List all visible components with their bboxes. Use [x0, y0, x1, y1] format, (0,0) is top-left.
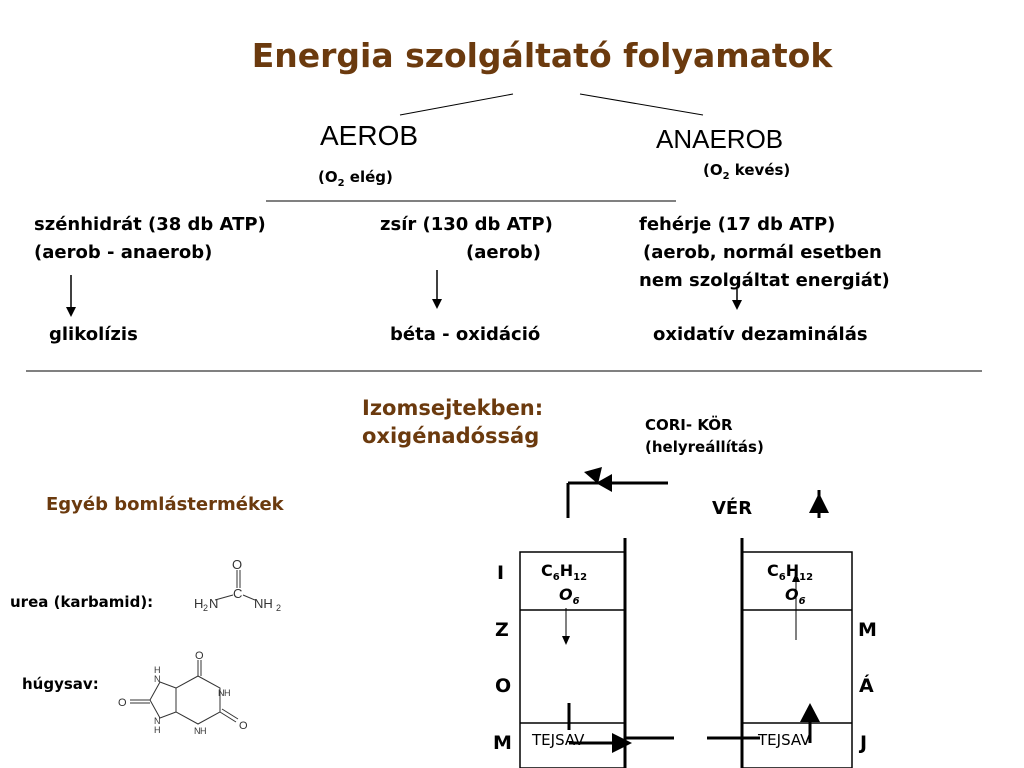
- lactate-exit-arrow-icon: [612, 733, 632, 753]
- page-title: Energia szolgáltató folyamatok: [251, 36, 833, 75]
- cori-arrow-head-icon: [596, 474, 612, 492]
- uric-atom-n-3: N: [218, 688, 225, 698]
- anaerob-condition: (O2 kevés): [703, 161, 791, 182]
- source-protein: fehérje (17 db ATP) (aerob, normál esetb…: [639, 214, 890, 291]
- process-glycolysis: glikolízis: [49, 324, 138, 345]
- right-lactate-arrow-icon: [800, 703, 820, 722]
- left-letter-z: Z: [495, 619, 509, 641]
- urea-atom-h2n-h: H: [194, 596, 203, 611]
- aerob-condition: (O2 elég): [318, 168, 393, 189]
- right-letter-a: Á: [859, 675, 874, 697]
- urea-atom-c: C: [233, 586, 242, 601]
- cori-arrow-left-icon: [584, 467, 602, 484]
- uric-atom-n-1: N: [154, 674, 161, 684]
- cori-cycle-label: CORI- KÖR (helyreállítás): [645, 416, 764, 456]
- muscle-heading: Izomsejtekben: oxigénadósság: [362, 396, 544, 448]
- anaerob-heading: ANAEROB: [656, 124, 784, 154]
- arrow-beta-icon: [432, 299, 442, 309]
- uric-acid-label: húgysav:: [22, 675, 99, 693]
- right-liver-box: [741, 551, 853, 768]
- right-glucose-arrow-icon: [792, 573, 800, 582]
- glucose-formula-right-bottom: O6: [785, 585, 806, 608]
- left-glucose-arrow-icon: [562, 636, 570, 645]
- uric-atom-o-top: O: [195, 650, 204, 662]
- source-carbohydrate: szénhidrát (38 db ATP) (aerob - anaerob): [34, 214, 266, 263]
- uric-atom-n-4: N: [194, 726, 201, 736]
- left-letter-i: I: [497, 562, 505, 584]
- process-deamination: oxidatív dezaminálás: [653, 324, 868, 345]
- source-fat: zsír (130 db ATP) (aerob): [380, 214, 553, 263]
- lactate-label-right: TEJSAV: [758, 731, 811, 749]
- urea-atom-h2n-sub: 2: [203, 603, 208, 613]
- arrow-deamination-icon: [732, 300, 742, 310]
- left-letter-o: O: [495, 675, 512, 697]
- aerob-branch-line: [399, 93, 514, 116]
- urea-atom-o: O: [232, 557, 242, 572]
- left-muscle-box: [519, 551, 626, 768]
- left-letter-m: M: [493, 732, 512, 754]
- process-beta-oxidation: béta - oxidáció: [390, 324, 541, 345]
- urea-atom-h2n-n: N: [209, 596, 218, 611]
- uric-atom-h-1: H: [154, 665, 161, 675]
- urea-atom-nh2-sub: 2: [276, 603, 281, 613]
- uric-atom-h-2: H: [154, 725, 161, 735]
- urea-label: urea (karbamid):: [10, 593, 154, 611]
- uric-atom-o-right: O: [239, 720, 248, 732]
- glucose-formula-left-top: C6H12: [541, 561, 588, 584]
- glucose-formula-left-bottom: O6: [559, 585, 580, 608]
- urea-atom-nh2: NH: [254, 596, 273, 611]
- uric-atom-h-3: H: [224, 688, 231, 698]
- aerob-heading: AEROB: [320, 120, 419, 151]
- anaerob-branch-line: [579, 93, 704, 116]
- uric-atom-o-left: O: [118, 697, 127, 709]
- blood-label: VÉR: [712, 498, 753, 519]
- urea-structure: [214, 570, 256, 601]
- right-letter-m: M: [858, 619, 877, 641]
- arrow-glycolysis-icon: [66, 307, 76, 317]
- other-products-heading: Egyéb bomlástermékek: [46, 494, 284, 515]
- right-letter-j: J: [860, 732, 868, 754]
- uric-acid-structure: [130, 660, 239, 725]
- cori-arrow-up-icon: [809, 493, 829, 513]
- uric-atom-n-2: N: [154, 716, 161, 726]
- uric-atom-h-4: H: [200, 726, 207, 736]
